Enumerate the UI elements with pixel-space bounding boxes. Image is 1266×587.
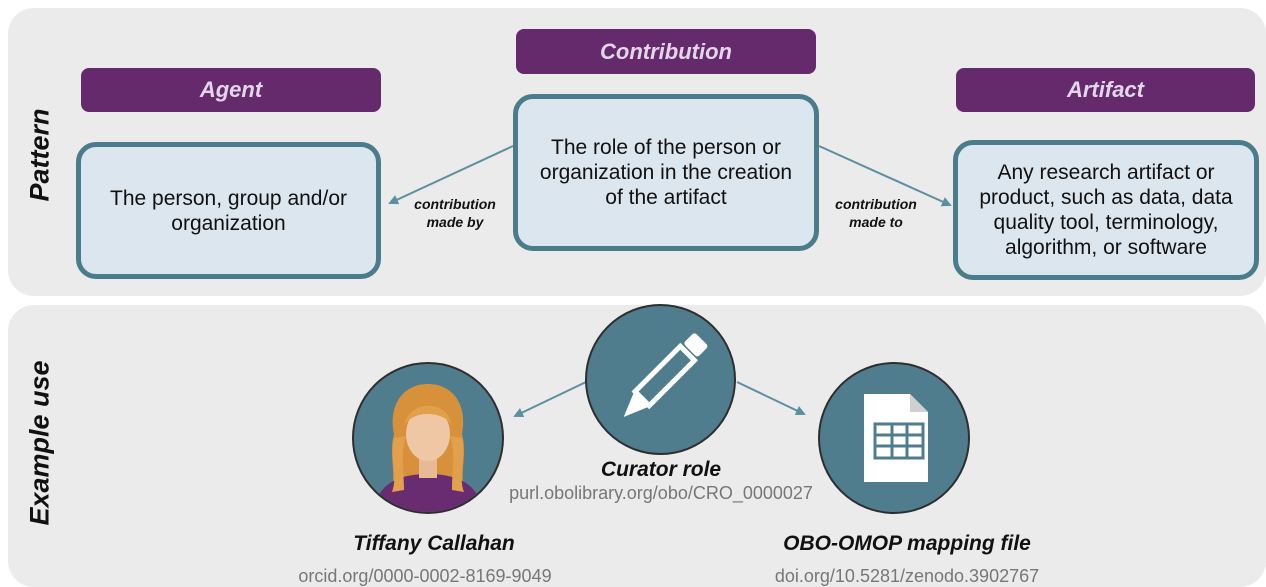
relation-label-made-to: contribution made to (835, 195, 917, 231)
person-avatar-icon (352, 362, 504, 514)
artifact-header: Artifact (956, 68, 1255, 112)
agent-uri: orcid.org/0000-0002-8169-9049 (298, 566, 552, 586)
arrow-role-to-person (513, 381, 587, 418)
agent-header: Agent (81, 68, 381, 112)
contribution-description: The role of the person or organization i… (539, 136, 793, 209)
relation-made-to-line-1: contribution (835, 196, 917, 212)
arrow-contribution-to-agent (388, 145, 514, 205)
relation-made-by-line-2: made by (426, 214, 484, 230)
artifact-description-box: Any research artifact or product, such a… (953, 140, 1259, 280)
artifact-uri: doi.org/10.5281/zenodo.3902767 (774, 566, 1040, 586)
artifact-name: OBO-OMOP mapping file (783, 532, 1031, 555)
arrow-role-to-file (736, 381, 806, 416)
arrow-contribution-to-artifact (818, 145, 952, 207)
curator-role-title: Curator role (600, 458, 722, 481)
relation-made-to-line-2: made to (849, 214, 903, 230)
spreadsheet-file-icon (818, 362, 970, 514)
pencil-icon (585, 304, 736, 455)
agent-description: The person, group and/or organization (110, 186, 347, 235)
relation-made-by-line-1: contribution (414, 196, 496, 212)
relation-label-made-by: contribution made by (414, 195, 496, 231)
artifact-description: Any research artifact or product, such a… (979, 161, 1233, 259)
agent-description-box: The person, group and/or organization (76, 142, 381, 279)
curator-role-uri: purl.obolibrary.org/obo/CRO_0000027 (509, 483, 813, 503)
contribution-description-box: The role of the person or organization i… (513, 94, 819, 251)
contribution-header: Contribution (516, 29, 816, 74)
agent-name: Tiffany Callahan (353, 532, 515, 555)
